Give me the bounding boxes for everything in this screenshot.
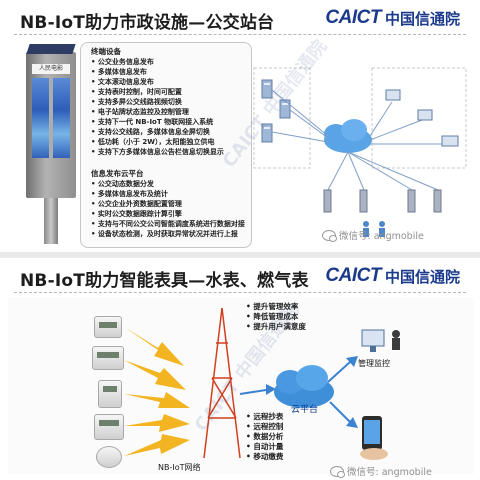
list-item: 数据分析 <box>246 432 283 442</box>
terminal-features: 终端设备 公交业务信息发布 多媒体信息发布 文本滚动信息发布 支持表时控制，时间… <box>91 47 224 157</box>
list-item: 多媒体信息发布及统计 <box>91 189 245 199</box>
cloud-label: 云平台 <box>291 405 319 415</box>
arrow-down-icon <box>346 417 358 428</box>
list-item: 实时公交数据跟踪计算引擎 <box>91 209 245 219</box>
title-divider <box>14 34 466 35</box>
monitor-icon <box>385 89 401 101</box>
meter-scene-svg <box>124 307 400 460</box>
bus-stop-kiosk-image: 人民电影 <box>26 44 76 244</box>
list-item: 支持多屏公交线路视频切换 <box>91 97 224 107</box>
logo-text-en: CAICT <box>325 7 381 28</box>
list-item: 支持下方多媒体信息公告栏信息切换显示 <box>91 147 224 157</box>
bus-network-diagram <box>252 40 472 250</box>
list-item: 支持表时控制，时间可配置 <box>91 87 224 97</box>
logo-text-cn: 中国信通院 <box>384 9 460 28</box>
list-item: 支持公交线路，多媒体信息全屏切换 <box>91 127 224 137</box>
wechat-icon <box>330 465 345 478</box>
wechat-watermark: 微信号: angmobile <box>322 228 424 242</box>
slide-title: NB-IoT助力市政设施—公交站台 <box>20 13 275 33</box>
list-item: 低功耗（小于 2W），太阳能独立供电 <box>91 137 224 147</box>
cloud-links <box>327 361 351 423</box>
cloud-heading: 信息发布云平台 <box>91 169 144 178</box>
cloud-feature-list: 公交动态数据分发 多媒体信息发布及统计 公交企业外资数据配置管理 实时公交数据跟… <box>91 179 245 239</box>
water-meter-icon <box>96 446 122 468</box>
signal-arrows <box>124 328 190 456</box>
list-item: 多媒体信息发布 <box>91 67 224 77</box>
tower-cloud-arrow <box>239 384 276 395</box>
meter-network-scene: 提升管理效率 降低管理成本 提升用户满意度 管理监控 云平台 远程抄表 远程控制… <box>8 298 474 474</box>
cloud-features: 信息发布云平台 公交动态数据分发 多媒体信息发布及统计 公交企业外资数据配置管理… <box>91 169 245 239</box>
list-item: 电子站牌状态监控及控制管理 <box>91 107 224 117</box>
network-label: NB-IoT网络 <box>158 463 201 472</box>
logo-text-cn: 中国信通院 <box>384 267 460 286</box>
kiosk-screen-right <box>53 78 70 158</box>
list-item: 支持与不同公交公司智能调度系统进行数据对接 <box>91 219 245 229</box>
list-item: 远程抄表 <box>246 412 283 422</box>
water-meter-icon <box>94 316 122 338</box>
list-item: 降低管理成本 <box>246 312 306 322</box>
list-item: 文本滚动信息发布 <box>91 77 224 87</box>
list-item: 支持下一代 NB-IoT 物联网接入系统 <box>91 117 224 127</box>
slide-bus-stop: NB-IoT助力市政设施—公交站台 CAICT 中国信通院 人民电影 终端设备 … <box>0 0 480 252</box>
person-icon <box>363 221 369 237</box>
cloud-icon <box>274 365 334 408</box>
person-icon <box>379 221 385 237</box>
laptop-icon <box>441 135 459 147</box>
slide-smart-meters: NB-IoT助力智能表具—水表、燃气表 CAICT 中国信通院 <box>0 258 480 480</box>
functions-list: 远程抄表 远程控制 数据分析 自动计量 移动缴费 <box>246 412 283 462</box>
gas-meter-icon <box>94 414 124 440</box>
caict-logo: CAICT 中国信通院 <box>325 264 460 288</box>
kiosk-icon <box>323 189 332 213</box>
cell-tower-icon <box>203 307 241 459</box>
title-divider <box>14 292 466 293</box>
watermark-text: 微信号: angmobile <box>339 231 424 242</box>
kiosk-icon <box>407 189 416 213</box>
kiosk-screen-left <box>32 78 49 158</box>
kiosk-icon <box>433 189 442 213</box>
server-icon <box>261 123 273 143</box>
kiosk-icon <box>359 189 368 213</box>
monitor-icon <box>417 109 433 121</box>
list-item: 提升管理效率 <box>246 302 306 312</box>
list-item: 设备状态检测，及时获取异常状况并进行上报 <box>91 229 245 239</box>
desk-monitor-icon <box>361 329 400 352</box>
list-item: 移动缴费 <box>246 452 283 462</box>
caict-logo: CAICT 中国信通院 <box>325 6 460 30</box>
slide-title: NB-IoT助力智能表具—水表、燃气表 <box>20 271 309 291</box>
wechat-watermark: 微信号: angmobile <box>330 464 432 478</box>
server-icon <box>279 99 291 119</box>
terminal-feature-list: 公交业务信息发布 多媒体信息发布 文本滚动信息发布 支持表时控制，时间可配置 支… <box>91 57 224 157</box>
wechat-icon <box>322 229 337 242</box>
cloud-icon <box>324 119 372 153</box>
client-zone <box>371 67 467 169</box>
kiosk-post <box>44 194 58 244</box>
server-icon <box>261 79 273 99</box>
monitor-label: 管理监控 <box>358 359 390 368</box>
watermark-text: 微信号: angmobile <box>347 467 432 478</box>
list-item: 自动计量 <box>246 442 283 452</box>
list-item: 公交企业外资数据配置管理 <box>91 199 245 209</box>
list-item: 远程控制 <box>246 422 283 432</box>
feature-box: 终端设备 公交业务信息发布 多媒体信息发布 文本滚动信息发布 支持表时控制，时间… <box>80 42 252 248</box>
network-diagram-svg <box>253 67 467 237</box>
benefits-list: 提升管理效率 降低管理成本 提升用户满意度 <box>246 302 306 332</box>
terminal-heading: 终端设备 <box>91 47 121 56</box>
kiosk-sign: 人民电影 <box>32 64 70 74</box>
list-item: 提升用户满意度 <box>246 322 306 332</box>
solar-panel-icon <box>26 44 76 54</box>
logo-text-en: CAICT <box>325 265 381 286</box>
server-zone <box>253 67 311 169</box>
electric-meter-icon <box>98 380 122 408</box>
list-item: 公交动态数据分发 <box>91 179 245 189</box>
gas-meter-icon <box>92 346 124 370</box>
list-item: 公交业务信息发布 <box>91 57 224 67</box>
network-links <box>271 89 442 191</box>
mobile-phone-icon <box>360 416 388 460</box>
arrow-up-icon <box>346 356 358 367</box>
